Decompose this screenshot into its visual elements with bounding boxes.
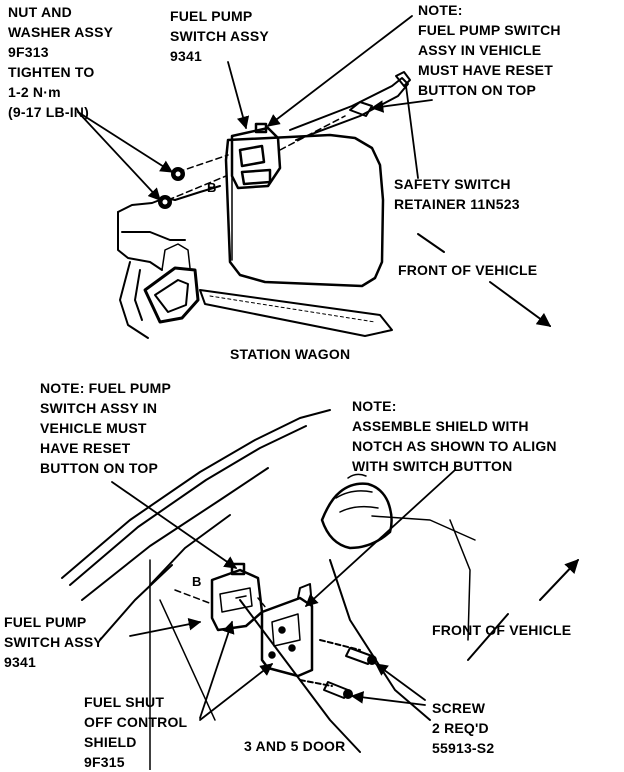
lower-trim-strip xyxy=(199,289,393,337)
nut-washer-label: NUT AND WASHER ASSY 9F313 TIGHTEN TO 1-2… xyxy=(8,2,113,122)
note-left-line: SWITCH ASSY IN xyxy=(40,400,158,416)
three-five-door-view xyxy=(61,409,579,770)
pump-label-line: FUEL PUMP xyxy=(170,8,253,24)
vehicle-body-left xyxy=(117,185,221,339)
screws xyxy=(299,639,377,699)
pump-bottom-line: FUEL PUMP xyxy=(4,614,87,630)
note-label-line: BUTTON ON TOP xyxy=(418,82,536,98)
note-reset-label-bottom: NOTE: FUEL PUMP SWITCH ASSY IN VEHICLE M… xyxy=(40,378,171,478)
pump-bottom-line: SWITCH ASSY xyxy=(4,634,103,650)
spring-tower xyxy=(320,473,393,550)
note-right-line: NOTE: xyxy=(352,398,397,414)
nut-label-line: NUT AND xyxy=(8,4,72,20)
note-left-line: HAVE RESET xyxy=(40,440,131,456)
caption-station-wagon: STATION WAGON xyxy=(230,346,351,362)
shield-label-line: SHIELD xyxy=(84,734,137,750)
retainer-label: SAFETY SWITCH RETAINER 11N523 xyxy=(394,174,520,214)
note-label-line: FUEL PUMP SWITCH xyxy=(418,22,561,38)
screw-label-line: SCREW xyxy=(432,700,486,716)
station-wagon-view xyxy=(77,15,552,339)
nut-label-line: TIGHTEN TO xyxy=(8,64,95,80)
shield-label-line: FUEL SHUT xyxy=(84,694,165,710)
screw-label-line: 2 REQ'D xyxy=(432,720,489,736)
note-right-line: ASSEMBLE SHIELD WITH xyxy=(352,418,529,434)
nut-label-line: 1-2 N·m xyxy=(8,84,61,100)
note-left-line: BUTTON ON TOP xyxy=(40,460,158,476)
nut-label-line: 9F313 xyxy=(8,44,49,60)
pump-label-line: SWITCH ASSY xyxy=(170,28,269,44)
note-label-line: MUST HAVE RESET xyxy=(418,62,553,78)
pump-bottom-line: 9341 xyxy=(4,654,36,670)
note-right-line: NOTCH AS SHOWN TO ALIGN xyxy=(352,438,557,454)
leader-lines-bottom xyxy=(111,469,456,721)
retainer-label-line: RETAINER 11N523 xyxy=(394,196,520,212)
fuel-pump-switch-top xyxy=(230,122,282,190)
nut-upper xyxy=(171,167,185,181)
retainer-label-line: SAFETY SWITCH xyxy=(394,176,511,192)
leader-lines-top xyxy=(77,15,433,201)
callout-letter-bottom: B xyxy=(192,574,202,589)
screw-label: SCREW 2 REQ'D 55913-S2 xyxy=(432,698,494,758)
note-reset-label-top: NOTE: FUEL PUMP SWITCH ASSY IN VEHICLE M… xyxy=(418,0,561,100)
note-label-line: ASSY IN VEHICLE xyxy=(418,42,542,58)
nut-label-line: WASHER ASSY xyxy=(8,24,114,40)
shield-label-line: 9F315 xyxy=(84,754,125,770)
note-right-line: WITH SWITCH BUTTON xyxy=(352,458,513,474)
screw-label-line: 55913-S2 xyxy=(432,740,495,756)
callout-letter-top: B xyxy=(207,180,217,195)
note-label-line: NOTE: xyxy=(418,2,463,18)
front-of-vehicle-label-top: FRONT OF VEHICLE xyxy=(398,262,538,278)
note-left-line: NOTE: FUEL PUMP xyxy=(40,380,172,396)
shield-label: FUEL SHUT OFF CONTROL SHIELD 9F315 xyxy=(84,692,187,772)
shield-label-line: OFF CONTROL xyxy=(84,714,188,730)
note-shield-label: NOTE: ASSEMBLE SHIELD WITH NOTCH AS SHOW… xyxy=(352,396,557,476)
pump-switch-label-top: FUEL PUMP SWITCH ASSY 9341 xyxy=(170,6,269,66)
front-of-vehicle-label-bottom: FRONT OF VEHICLE xyxy=(432,622,572,638)
nut-label-line: (9-17 LB-IN) xyxy=(8,104,89,120)
fuel-shut-off-shield xyxy=(260,583,314,678)
front-arrow-bottom xyxy=(467,613,509,661)
pump-label-line: 9341 xyxy=(170,48,202,64)
quarter-panel xyxy=(224,133,385,288)
front-arrow-top xyxy=(417,233,445,253)
fuel-pump-switch-bottom xyxy=(210,562,264,632)
pump-switch-label-bottom: FUEL PUMP SWITCH ASSY 9341 xyxy=(4,612,103,672)
caption-three-five-door: 3 AND 5 DOOR xyxy=(244,738,346,754)
note-left-line: VEHICLE MUST xyxy=(40,420,147,436)
nut-lower xyxy=(158,195,172,209)
